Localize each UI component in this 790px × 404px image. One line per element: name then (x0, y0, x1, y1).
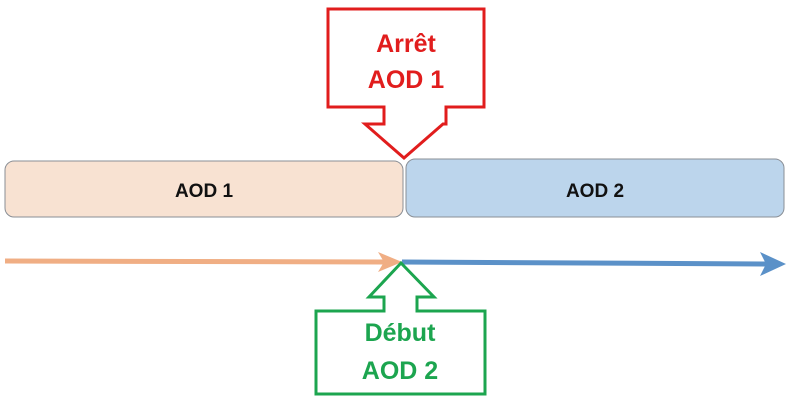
timeline (4, 252, 786, 276)
timeline-aod-2-arrowhead (760, 252, 786, 276)
callout-stop-line1: Arrêt (376, 30, 436, 58)
callout-stop-aod-1: Arrêt AOD 1 (326, 7, 486, 160)
timeline-aod-2-line (401, 259, 771, 267)
timeline-aod-1-line (4, 258, 393, 265)
callout-start-line1: Début (365, 319, 437, 347)
timeline-aod-1-arrowhead (378, 252, 402, 272)
callout-start-aod-2: Début AOD 2 (314, 260, 487, 396)
callout-stop-arrow-shape (326, 7, 486, 160)
segment-aod-1-label: AOD 1 (175, 181, 234, 202)
segment-aod-2: AOD 2 (405, 158, 785, 218)
callout-start-arrow-shape (314, 260, 487, 396)
segment-aod-2-box (405, 158, 785, 218)
segment-aod-2-label: AOD 2 (566, 181, 624, 202)
segment-aod-1-box (4, 160, 404, 218)
segment-aod-1: AOD 1 (4, 160, 404, 218)
callout-stop-line2: AOD 1 (368, 66, 445, 94)
callout-start-line2: AOD 2 (362, 357, 438, 385)
